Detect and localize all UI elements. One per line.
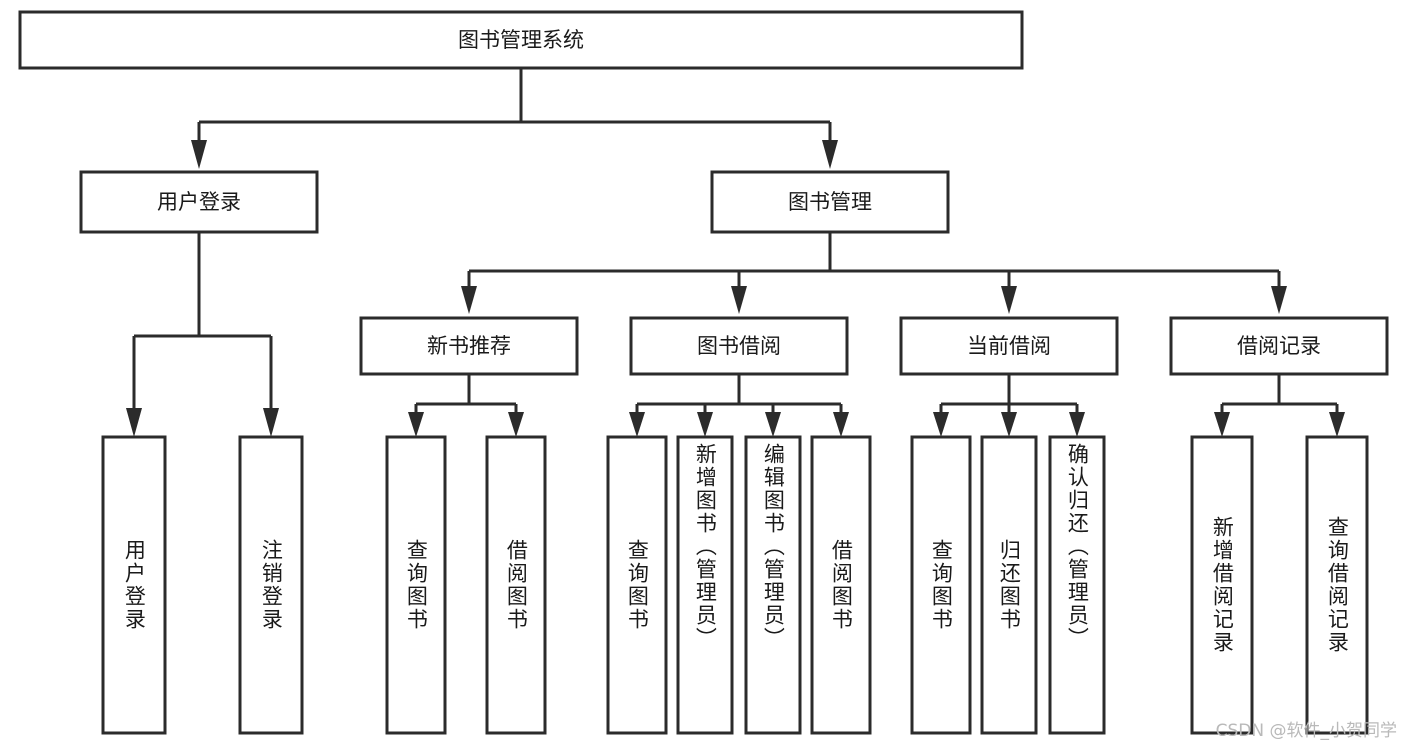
- leaf-box-logout[interactable]: [238, 435, 304, 735]
- node-label: 图书管理: [788, 190, 872, 214]
- leaf-box-query-book-borrow[interactable]: [606, 435, 668, 735]
- connector-bookmgmt-to-level3: [461, 232, 1287, 314]
- connector-newbook-to-leaves: [408, 374, 524, 437]
- node-box[interactable]: [629, 316, 849, 376]
- leaf-box-add-book-admin[interactable]: [676, 435, 734, 735]
- node-box[interactable]: [1169, 316, 1389, 376]
- arrow-head-icon: [765, 412, 781, 437]
- arrow-head-icon: [1001, 412, 1017, 437]
- node-box[interactable]: [899, 316, 1119, 376]
- leaf-box-confirm-return-admin[interactable]: [1048, 435, 1106, 735]
- node-current-borrow[interactable]: 当前借阅: [899, 316, 1119, 376]
- arrow-head-icon: [822, 140, 838, 169]
- node-borrow-records[interactable]: 借阅记录: [1169, 316, 1389, 376]
- arrow-head-icon: [1001, 286, 1017, 314]
- arrow-head-icon: [126, 408, 142, 437]
- node-book-management[interactable]: 图书管理: [710, 170, 950, 234]
- leaf-box-edit-book-admin[interactable]: [744, 435, 802, 735]
- node-label: 图书借阅: [697, 334, 781, 358]
- node-new-book-recommend[interactable]: 新书推荐: [359, 316, 579, 376]
- arrow-head-icon: [629, 412, 645, 437]
- connector-records-to-leaves: [1214, 374, 1345, 437]
- arrow-head-icon: [833, 412, 849, 437]
- node-label: 借阅记录: [1237, 334, 1321, 358]
- connector-bookborrow-to-leaves: [629, 374, 849, 437]
- leaf-box-borrow-book[interactable]: [810, 435, 872, 735]
- leaf-box-add-record[interactable]: [1190, 435, 1254, 735]
- arrow-head-icon: [731, 286, 747, 314]
- node-box[interactable]: [710, 170, 950, 234]
- arrow-head-icon: [461, 286, 477, 314]
- arrow-head-icon: [697, 412, 713, 437]
- leaf-box-query-book-new[interactable]: [385, 435, 447, 735]
- leaf-box-query-record[interactable]: [1305, 435, 1369, 735]
- arrow-head-icon: [1069, 412, 1085, 437]
- connector-userlogin-to-leaves: [126, 232, 279, 437]
- node-book-borrow[interactable]: 图书借阅: [629, 316, 849, 376]
- arrow-head-icon: [263, 408, 279, 437]
- leaf-box-return-book[interactable]: [980, 435, 1038, 735]
- arrow-head-icon: [1329, 412, 1345, 437]
- node-label: 图书管理系统: [458, 28, 584, 52]
- connector-currentborrow-to-leaves: [933, 374, 1085, 437]
- node-root-system[interactable]: 图书管理系统: [18, 10, 1024, 70]
- node-box[interactable]: [79, 170, 319, 234]
- arrow-head-icon: [933, 412, 949, 437]
- arrow-head-icon: [508, 412, 524, 437]
- node-label: 用户登录: [157, 190, 241, 214]
- leaf-box-query-book-current[interactable]: [910, 435, 972, 735]
- node-box[interactable]: [359, 316, 579, 376]
- arrow-head-icon: [191, 140, 207, 169]
- connector-root-to-level2: [191, 68, 838, 169]
- leaf-box-user-login[interactable]: [101, 435, 167, 735]
- node-user-login[interactable]: 用户登录: [79, 170, 319, 234]
- leaf-box-borrow-book-new[interactable]: [485, 435, 547, 735]
- node-box[interactable]: [18, 10, 1024, 70]
- arrow-head-icon: [1271, 286, 1287, 314]
- arrow-head-icon: [1214, 412, 1230, 437]
- node-label: 新书推荐: [427, 334, 511, 358]
- node-label: 当前借阅: [967, 334, 1051, 358]
- arrow-head-icon: [408, 412, 424, 437]
